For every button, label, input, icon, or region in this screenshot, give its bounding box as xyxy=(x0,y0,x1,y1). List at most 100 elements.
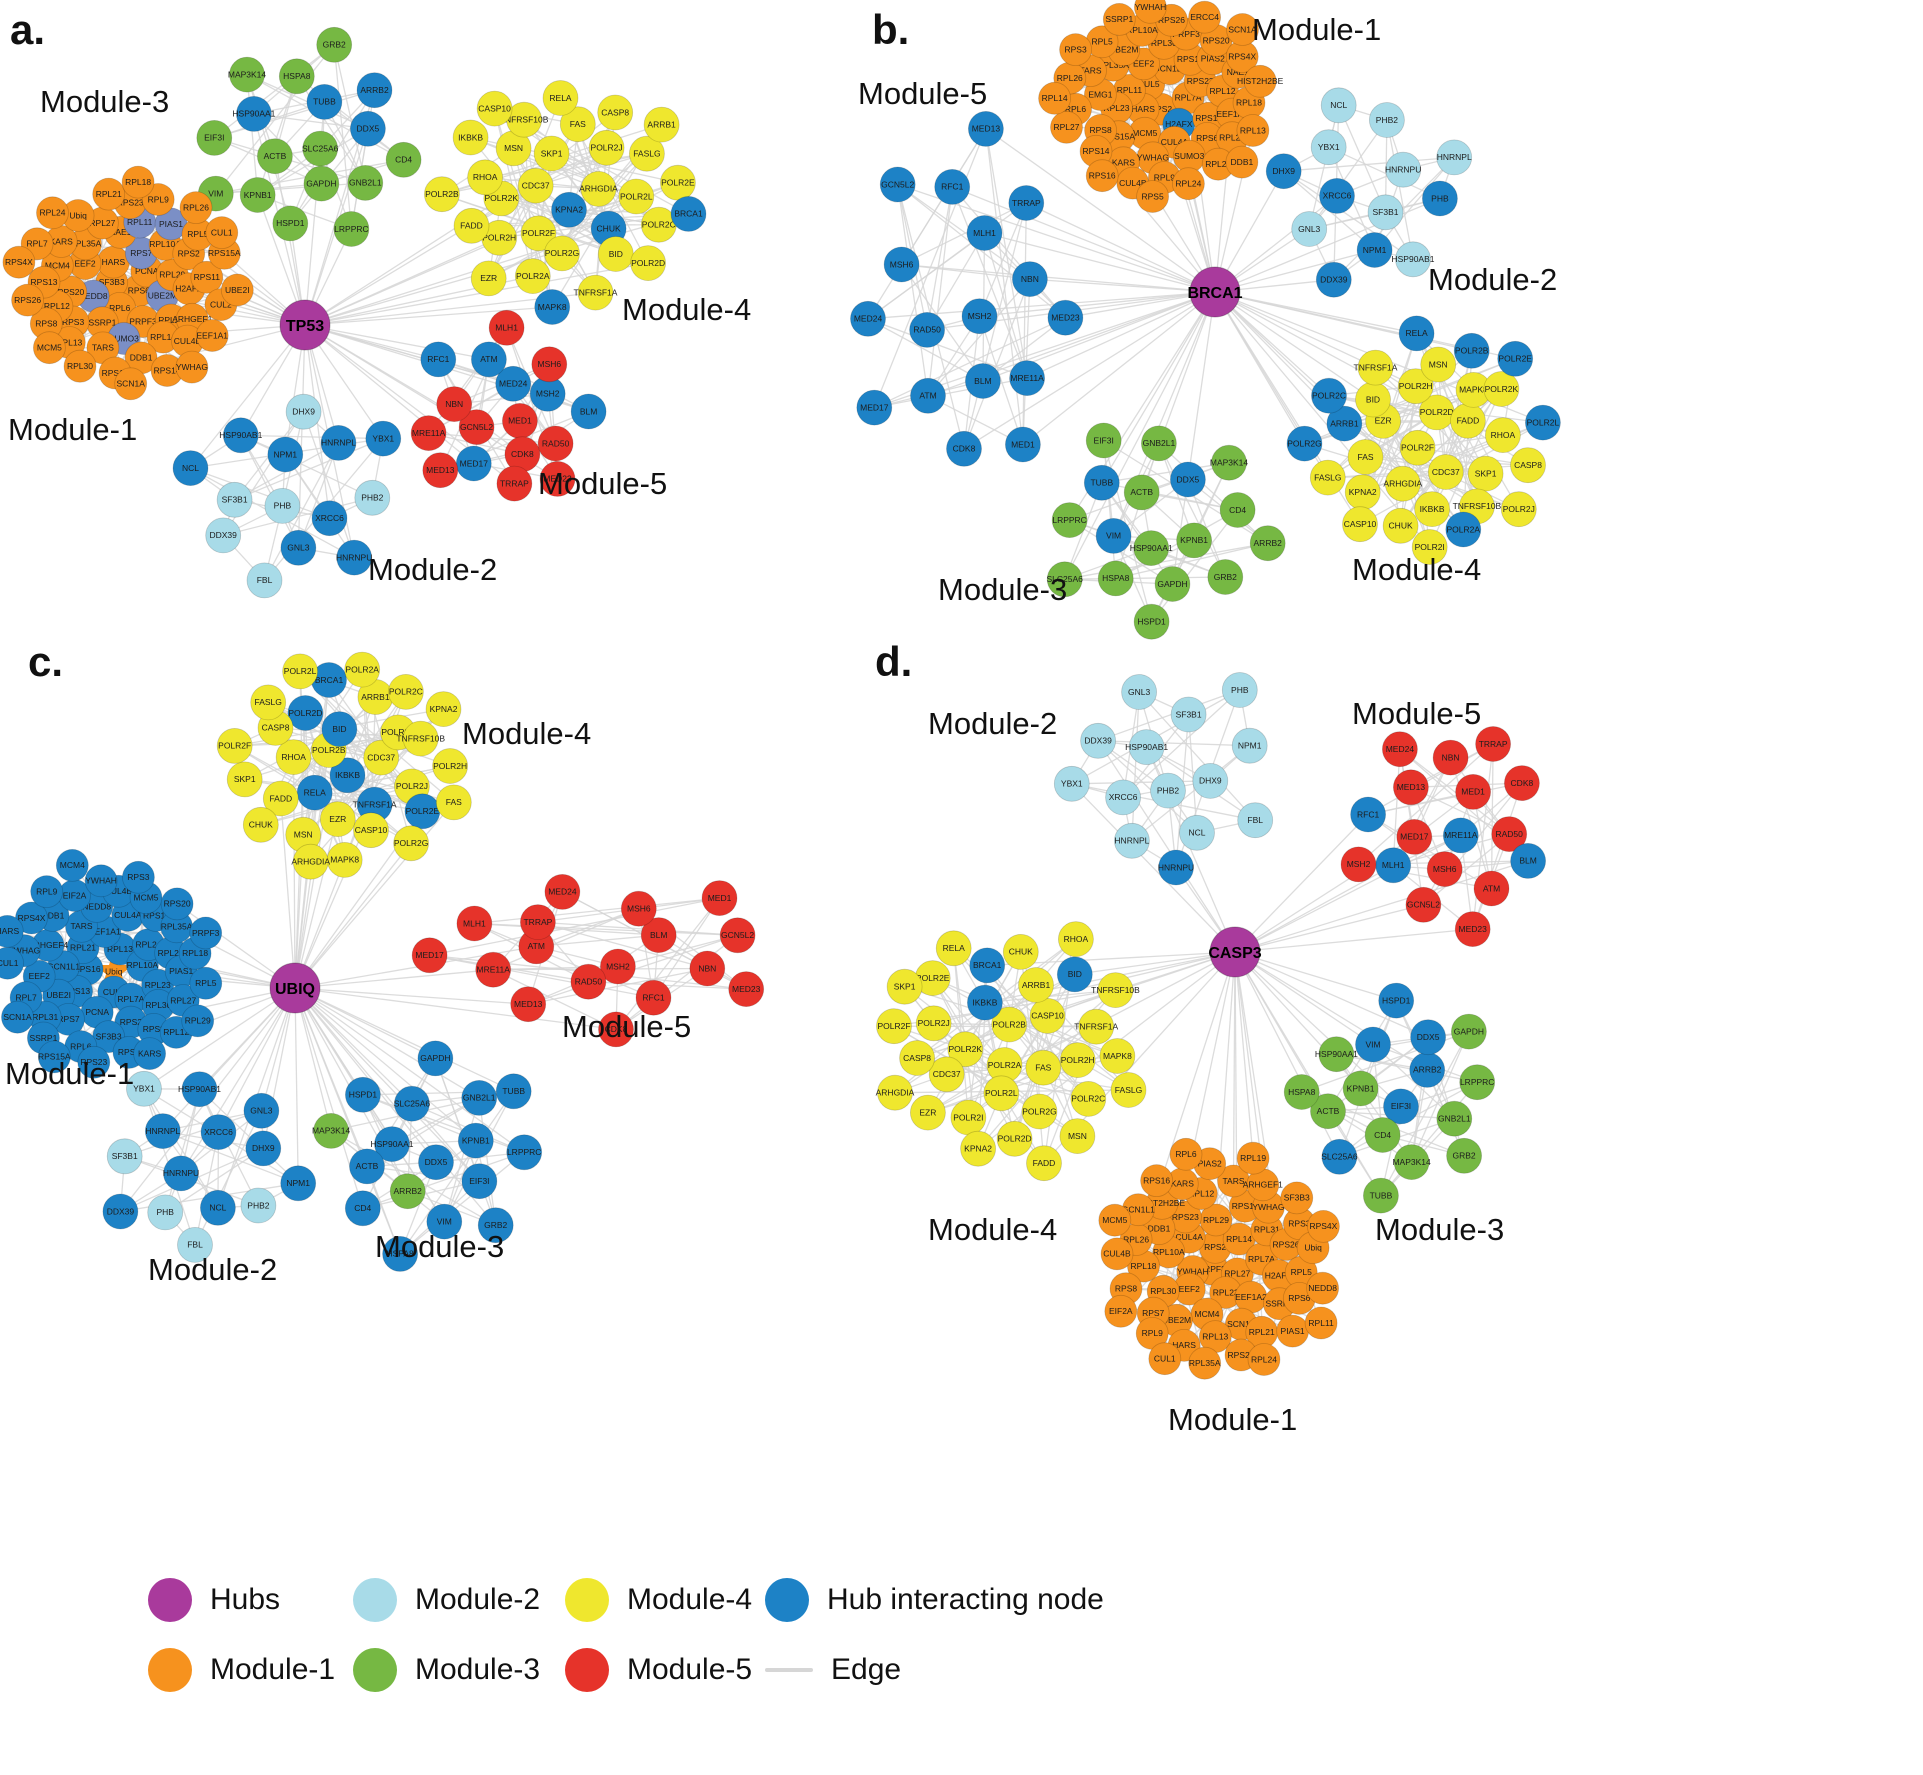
node-label: MSH6 xyxy=(537,359,561,369)
node-label: FAS xyxy=(1035,1063,1051,1073)
node-label: PHB2 xyxy=(1376,115,1398,125)
edge xyxy=(304,237,500,326)
node: POLR2B xyxy=(991,1006,1028,1043)
node-circle xyxy=(1385,151,1422,188)
node-label: SLC25A6 xyxy=(1321,1152,1358,1162)
node-circle xyxy=(728,971,765,1007)
node-circle xyxy=(321,711,358,747)
node-label: LRPPRC xyxy=(507,1147,541,1157)
legend-label-hubs: Hubs xyxy=(210,1583,281,1616)
node: UBE2I xyxy=(220,273,254,307)
node-label: TNFRSF1A xyxy=(574,287,618,297)
node: GCN5L2 xyxy=(458,409,495,446)
node: MED24 xyxy=(495,365,532,402)
node: KPNB1 xyxy=(457,1122,494,1159)
node-circle xyxy=(580,170,617,207)
node: RPL18 xyxy=(121,165,155,199)
module-label: Module-4 xyxy=(462,716,591,751)
node-label: HSPD1 xyxy=(349,1090,378,1100)
node-label: RPL12 xyxy=(44,301,70,311)
node-label: VIM xyxy=(208,188,223,198)
node-label: XRCC6 xyxy=(204,1127,233,1137)
node-label: BLM xyxy=(650,930,667,940)
node: BRCA1 xyxy=(670,195,707,232)
node: HSPD1 xyxy=(1378,982,1415,1019)
node: BID xyxy=(1056,956,1093,993)
node: MED17 xyxy=(411,937,448,974)
node-circle xyxy=(1467,455,1504,492)
node-circle xyxy=(1237,802,1274,839)
node: CHUK xyxy=(1382,507,1419,544)
node: SCN1A xyxy=(1226,13,1259,46)
node-label: HSP90AB1 xyxy=(1125,742,1168,752)
node: GNB2L1 xyxy=(1141,425,1177,462)
node: HNRNPU xyxy=(1385,151,1422,188)
node-label: RPL7 xyxy=(26,239,48,249)
node-label: TRRAP xyxy=(1012,198,1041,208)
edge xyxy=(302,411,355,558)
node: PHB2 xyxy=(354,479,391,516)
edge xyxy=(874,377,1028,409)
node: ACTB xyxy=(1123,474,1160,511)
node-label: RPL13 xyxy=(56,337,82,347)
node: MSH6 xyxy=(883,246,920,283)
node-label: CUL1 xyxy=(211,227,233,237)
edge xyxy=(297,324,306,548)
node: CASP10 xyxy=(1342,506,1378,543)
node-circle xyxy=(1105,779,1141,816)
node-label: RPL10A xyxy=(127,960,159,970)
node-label: BLM xyxy=(974,376,991,386)
edge xyxy=(294,987,413,1105)
node-label: CUL4B xyxy=(1103,1249,1131,1259)
node: YBX1 xyxy=(126,1070,162,1107)
node: KPNA2 xyxy=(425,691,462,727)
node-circle xyxy=(77,1045,111,1079)
edge xyxy=(1234,834,1462,953)
node-label: POLR2H xyxy=(1061,1055,1095,1065)
node: MRE11A xyxy=(1442,817,1479,854)
node: MSN xyxy=(1420,346,1457,383)
node-circle xyxy=(1453,332,1490,369)
legend-label-edge: Edge xyxy=(831,1653,902,1686)
node-circle xyxy=(1207,559,1244,595)
node-label: DDB1 xyxy=(130,353,153,363)
edge xyxy=(535,153,648,187)
node: RAD50 xyxy=(909,311,945,348)
node: FADD xyxy=(453,207,490,244)
node: RFC1 xyxy=(420,341,457,378)
node-label: PIAS2 xyxy=(1198,1159,1222,1169)
node-label: RPS20 xyxy=(57,287,84,297)
node-label: GNB2L1 xyxy=(349,178,382,188)
node: FASLG xyxy=(250,684,287,721)
hub-node: UBIQ xyxy=(269,962,321,1014)
node-label: UBE2I xyxy=(46,990,71,1000)
node-label: BID xyxy=(332,724,346,734)
node-label: KARS xyxy=(138,1048,161,1058)
node: RPL24 xyxy=(36,196,69,230)
node-label: HSPA8 xyxy=(1102,573,1130,583)
node: GRB2 xyxy=(477,1207,514,1244)
node-label: PHB xyxy=(274,501,292,511)
node: MRE11A xyxy=(410,415,447,452)
node-circle xyxy=(520,215,557,252)
node-circle xyxy=(1399,429,1436,466)
node-label: ATM xyxy=(1483,883,1500,893)
node-label: MCM5 xyxy=(1102,1215,1127,1225)
node-circle xyxy=(303,165,340,202)
node: DDX5 xyxy=(1170,461,1206,498)
node-label: MAP3K14 xyxy=(1392,1157,1431,1167)
node-circle xyxy=(264,487,301,524)
node: SF3B1 xyxy=(1367,194,1404,231)
node-label: MED13 xyxy=(426,465,455,475)
node-circle xyxy=(1459,1064,1496,1101)
node: MED24 xyxy=(1382,731,1418,768)
edge xyxy=(429,897,720,956)
node-label: MCM4 xyxy=(45,260,70,270)
node-label: POLR2D xyxy=(631,258,665,268)
node-label: VIM xyxy=(1365,1039,1380,1049)
node-label: BRCA1 xyxy=(973,960,1002,970)
node-label: RPL6 xyxy=(109,303,131,313)
node: PHB2 xyxy=(1150,772,1186,809)
node-label: VIM xyxy=(437,1216,452,1226)
node: RHOA xyxy=(275,739,312,775)
